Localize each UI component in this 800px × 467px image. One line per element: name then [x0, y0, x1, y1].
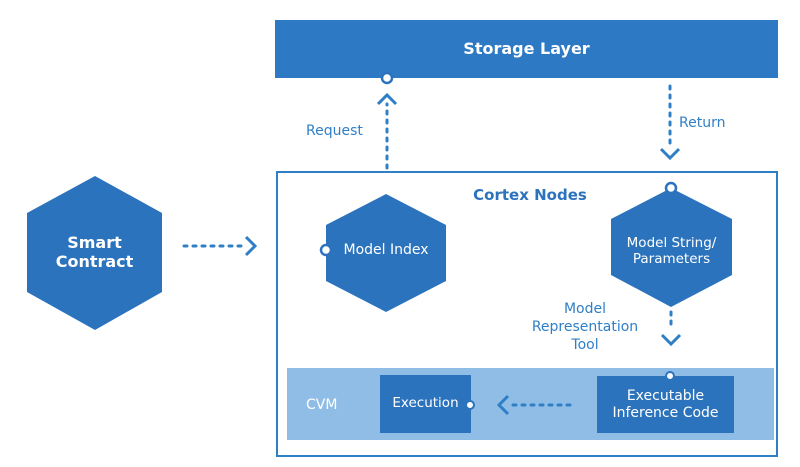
executable-inference-code-label: Executable Inference Code [612, 388, 719, 421]
execution-connector-dot [465, 400, 475, 410]
request-arrowhead [376, 92, 398, 106]
model-string-label: Model String/ Parameters [626, 235, 717, 267]
smart-contract-label: Smart Contract [55, 233, 134, 271]
cvm-label: CVM [306, 397, 338, 413]
model-index-label: Model Index [343, 241, 429, 258]
execution-arrowhead [496, 394, 510, 416]
return-arrowhead [659, 147, 681, 161]
model-string-connector-dot [664, 181, 678, 195]
smart-contract-hexagon [27, 176, 162, 330]
executable-inference-code-box [597, 376, 734, 433]
model-representation-tool-label: Model Representation Tool [531, 301, 639, 353]
model-index-hexagon [326, 194, 446, 312]
storage-layer-box [275, 20, 778, 78]
model-representation-arrowhead [660, 333, 682, 347]
execution-box [380, 375, 471, 433]
cortex-nodes-label: Cortex Nodes [473, 186, 587, 204]
executable-connector-dot [665, 371, 675, 381]
storage-connector-dot [380, 71, 394, 85]
storage-layer-label: Storage Layer [463, 38, 590, 58]
smart-contract-arrowhead [244, 235, 258, 257]
return-label: Return [679, 115, 726, 131]
model-string-hexagon [611, 188, 732, 307]
request-label: Request [306, 123, 363, 139]
execution-label: Execution [392, 395, 459, 412]
model-index-connector-dot [319, 243, 333, 257]
